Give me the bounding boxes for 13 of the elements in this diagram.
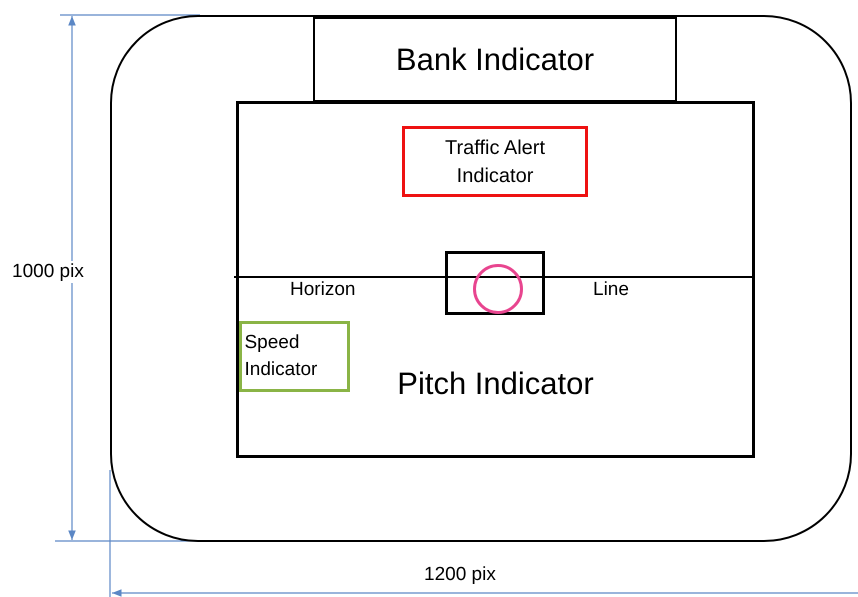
traffic-alert-panel	[402, 126, 588, 197]
center-reticle-circle	[473, 264, 523, 314]
panel-label: Traffic Alert Indicator	[444, 136, 546, 188]
panel-label: Speed Indicator	[244, 330, 318, 382]
panel-title: Bank Indicator	[396, 40, 594, 79]
pitch-indicator-panel	[236, 101, 755, 458]
speed-indicator-panel	[239, 321, 350, 392]
dimension-label: 1200 pix	[422, 564, 498, 586]
center-reticle-box	[445, 251, 545, 315]
bank-indicator-panel	[313, 17, 677, 102]
screen-frame	[110, 15, 852, 542]
dimension-label: 1000 pix	[10, 261, 86, 283]
panel-title: Pitch Indicator	[397, 364, 594, 403]
